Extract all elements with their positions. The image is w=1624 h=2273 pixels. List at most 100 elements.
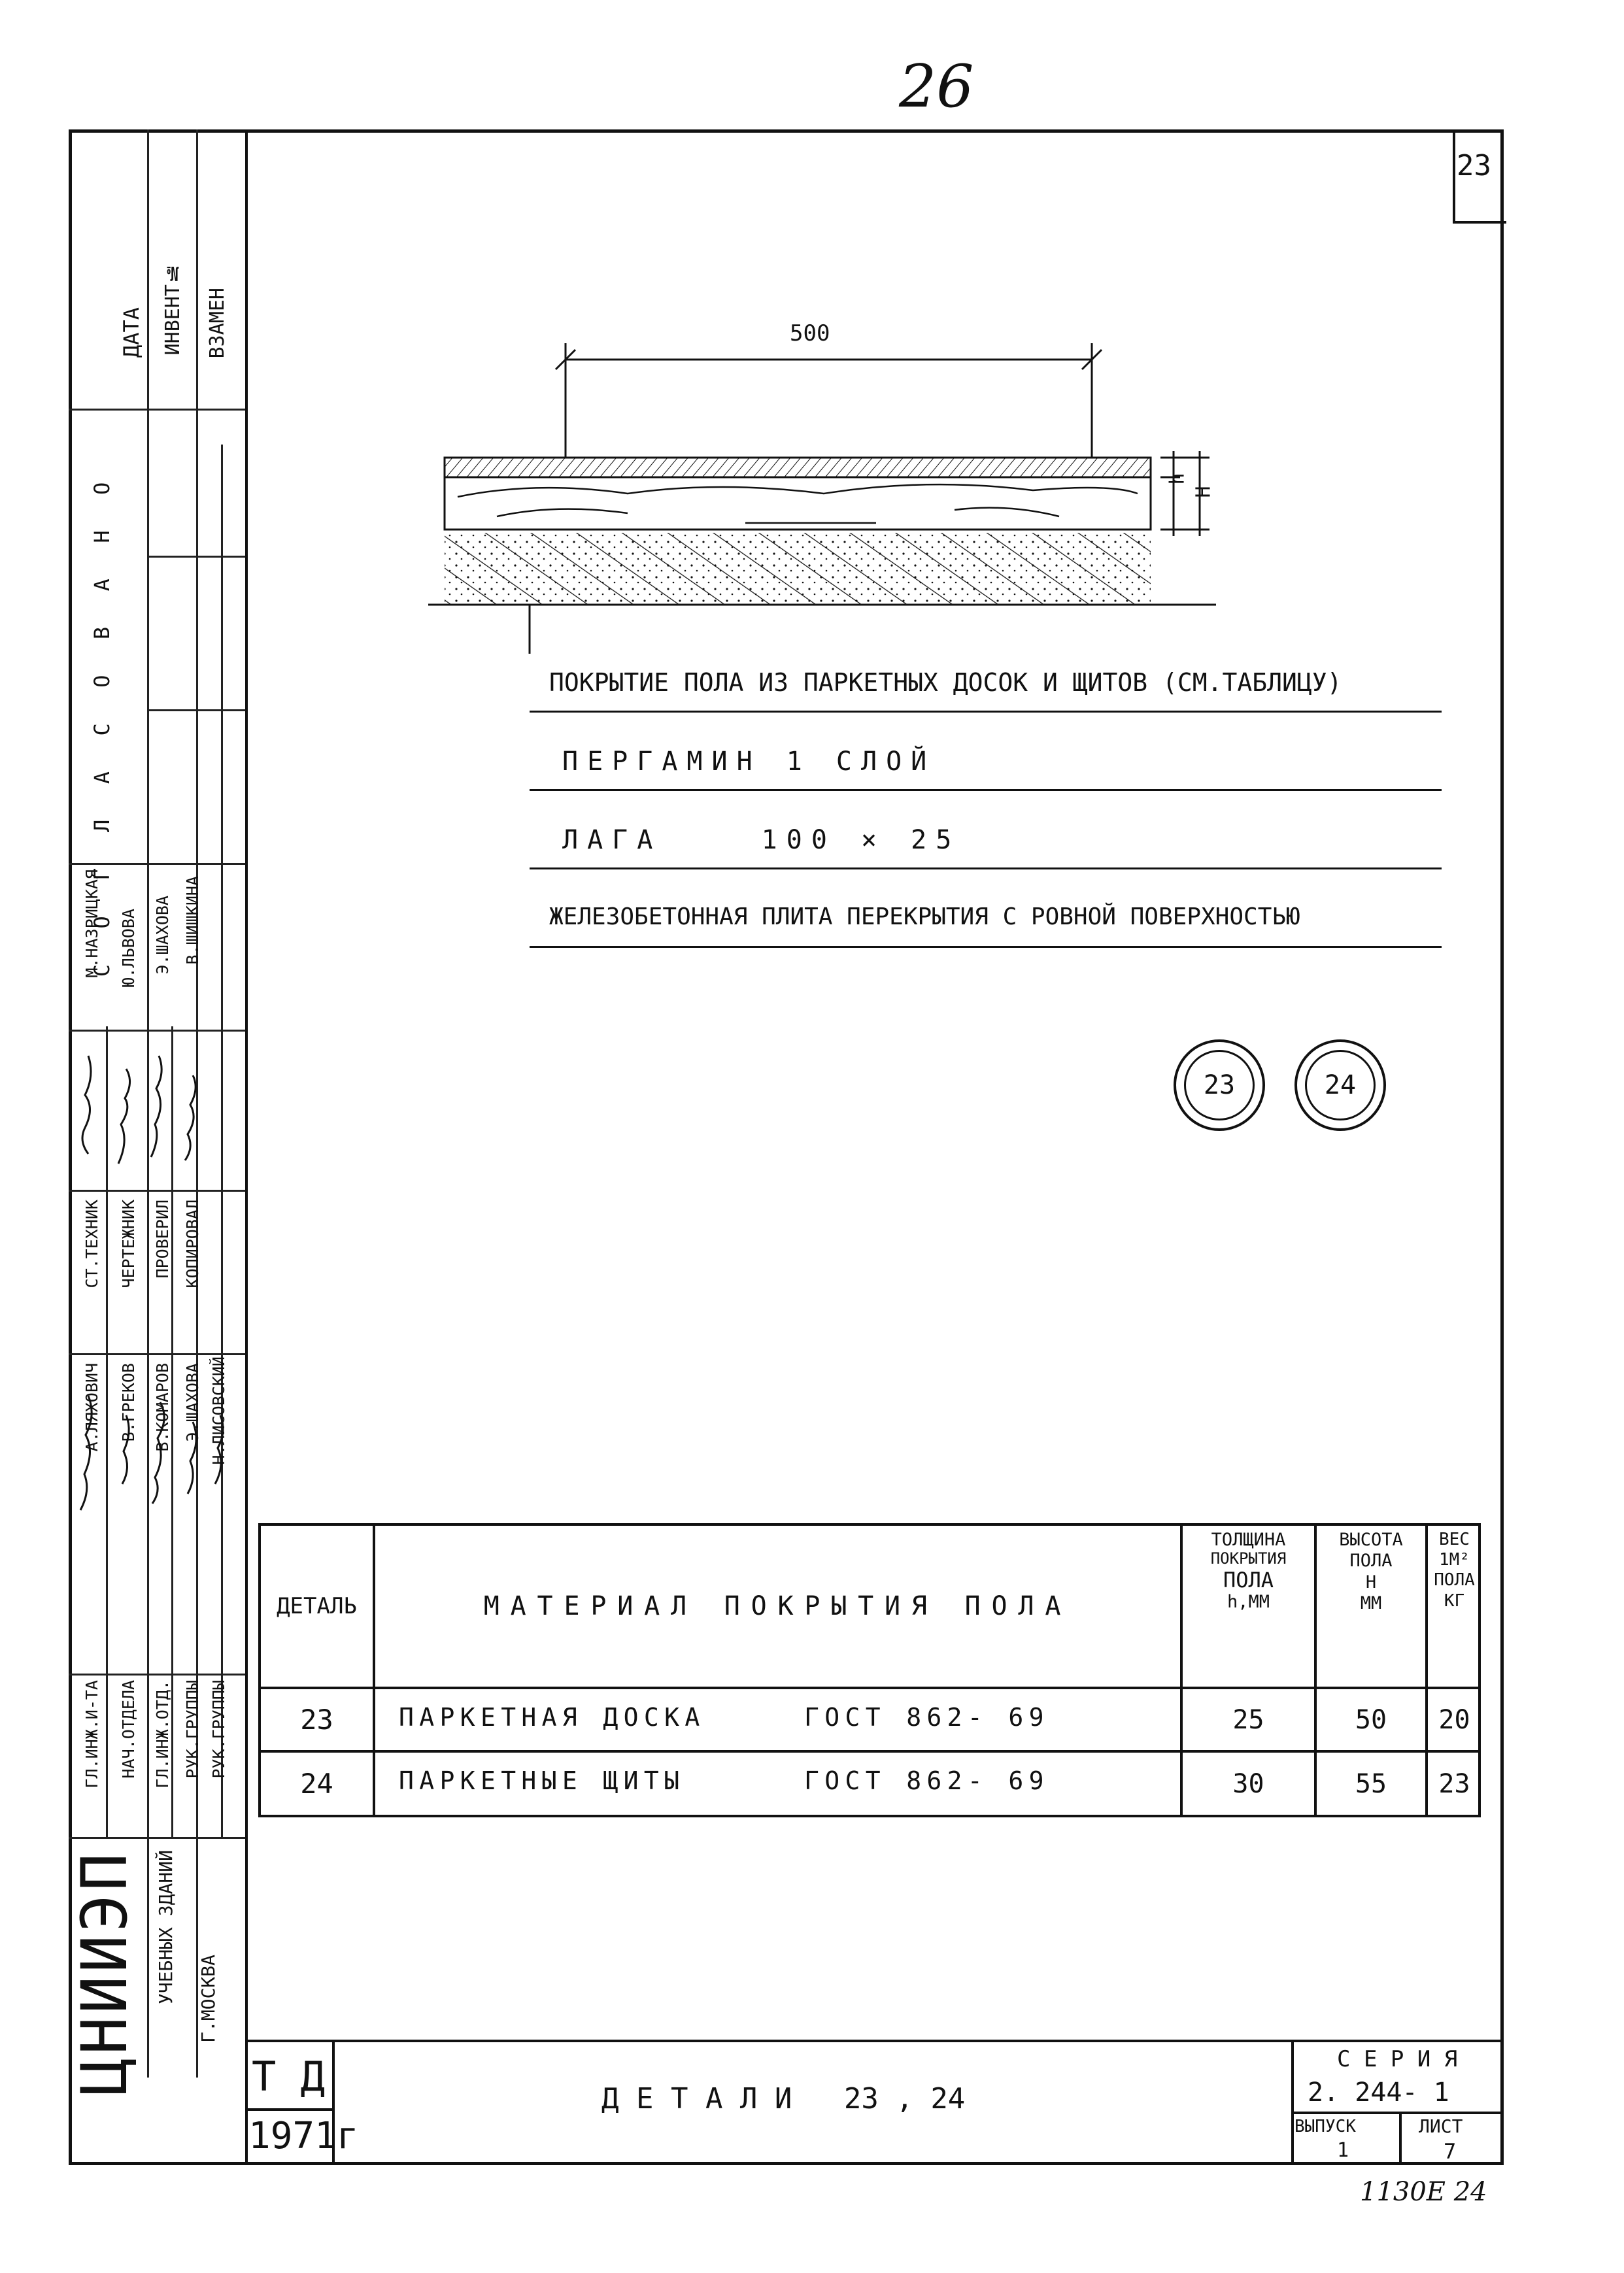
header-weight-2: 1М² [1439, 1550, 1470, 1570]
stamp-invent: ИНВЕНТ№ [161, 261, 184, 356]
header-thickness: ТОЛЩИНА ПОКРЫТИЯ ПОЛА h,ММ [1183, 1530, 1314, 1612]
title-block-td-sep [245, 2108, 332, 2111]
name-right-4: В.ШИШКИНА [183, 876, 202, 965]
td-label: Т Д [252, 2053, 325, 2100]
role-left-5: РУК.ГРУППЫ [209, 1680, 228, 1779]
layer-line-4 [530, 946, 1442, 948]
org-line-2: Г.МОСКВА [197, 1955, 219, 2043]
floor-section-drawing [428, 343, 1216, 654]
header-thickness-4: h,ММ [1226, 1592, 1270, 1613]
detail-number-box [1453, 129, 1506, 224]
sidebar-row-sep-1 [69, 409, 245, 411]
header-height-4: ММ [1360, 1593, 1382, 1614]
row-1-gost: ГОСТ 862- 69 [804, 1703, 1049, 1732]
layer-label-3: ЛАГА 100 × 25 [562, 825, 961, 855]
header-thickness-1: ТОЛЩИНА [1211, 1530, 1286, 1550]
row-2-weight: 23 [1438, 1768, 1470, 1799]
title-block-col-1 [332, 2040, 335, 2165]
sidebar-row-sep-4 [69, 863, 245, 865]
sidebar-row-sep-9 [69, 1837, 245, 1839]
table-col-2 [1180, 1523, 1183, 1817]
sidebar-boundary [245, 129, 248, 2165]
sidebar-row-sep-5 [69, 1030, 245, 1032]
header-height-3: Н [1365, 1572, 1377, 1592]
detail-number: 23 [1457, 149, 1491, 182]
sidebar-col-5 [221, 445, 223, 1837]
title-block-issue-sep [1399, 2112, 1402, 2165]
table-col-3 [1314, 1523, 1317, 1817]
row-1-height: 50 [1355, 1704, 1387, 1735]
sidebar-row-sep-7 [69, 1353, 245, 1355]
header-thickness-3: ПОЛА [1223, 1567, 1274, 1592]
year-label: 1971г [248, 2115, 359, 2157]
header-weight: ВЕС 1М² ПОЛА КГ [1428, 1530, 1481, 1611]
drawing-frame [69, 129, 1504, 2165]
org-line-1: УЧЕБНЫХ ЗДАНИЙ [155, 1850, 177, 2005]
row-1-material: ПАРКЕТНАЯ ДОСКА [399, 1703, 705, 1732]
sidebar-row-sep-3 [147, 709, 245, 711]
header-thickness-2: ПОКРЫТИЯ [1210, 1549, 1287, 1568]
table-col-1 [373, 1523, 375, 1817]
signatures [79, 1055, 224, 1511]
row-2-thickness: 30 [1232, 1768, 1264, 1799]
stamp-vzamen: ВЗАМЕН [206, 288, 229, 359]
table-row-sep-1 [258, 1687, 1481, 1689]
header-weight-3: ПОЛА [1434, 1570, 1475, 1591]
sheet-label: ЛИСТ [1419, 2115, 1463, 2137]
issue-label: ВЫПУСК [1294, 2117, 1356, 2136]
role-left-3: ГЛ.ИНЖ.ОТД. [153, 1680, 172, 1789]
issue-value: 1 [1337, 2139, 1349, 2162]
title-block-series-sep [1291, 2112, 1504, 2114]
detail-marker-23: 23 [1174, 1039, 1265, 1131]
series-label: С Е Р И Я [1337, 2046, 1458, 2072]
sidebar-row-sep-2 [147, 556, 245, 558]
row-2-height: 55 [1355, 1768, 1387, 1799]
row-1-weight: 20 [1438, 1704, 1470, 1735]
header-height-1: ВЫСОТА [1339, 1530, 1403, 1550]
sidebar-col-4 [171, 1026, 173, 1837]
role-left-2: НАЧ.ОТДЕЛА [119, 1680, 138, 1779]
dim-H-label: H [1192, 486, 1215, 498]
sheet-value: 7 [1444, 2139, 1457, 2164]
sheet-title: Д Е Т А Л И 23 , 24 [601, 2082, 966, 2115]
layer-line-3 [530, 867, 1442, 869]
sidebar-row-sep-8 [69, 1674, 245, 1675]
sidebar-row-sep-6 [69, 1190, 245, 1192]
sidebar-col-3 [106, 1026, 108, 1837]
layer-label-2: ПЕРГАМИН 1 СЛОЙ [562, 747, 936, 777]
header-material: МАТЕРИАЛ ПОКРЫТИЯ ПОЛА [483, 1591, 1072, 1621]
layer-line-1 [530, 711, 1442, 713]
stamp-date: ДАТА [119, 307, 144, 358]
layer-label-4: ЖЕЛЕЗОБЕТОННАЯ ПЛИТА ПЕРЕКРЫТИЯ С РОВНОЙ… [549, 903, 1300, 930]
layer-line-2 [530, 789, 1442, 791]
dim-h-label: h [1166, 473, 1189, 485]
table-col-4 [1425, 1523, 1428, 1817]
detail-marker-24: 24 [1294, 1039, 1386, 1131]
row-2-gost: ГОСТ 862- 69 [804, 1766, 1049, 1795]
header-weight-1: ВЕС [1439, 1530, 1470, 1549]
row-2-material: ПАРКЕТНЫЕ ЩИТЫ [399, 1766, 685, 1795]
header-height-2: ПОЛА [1349, 1551, 1393, 1572]
title-block-top [245, 2040, 1504, 2042]
header-detail: ДЕТАЛЬ [277, 1593, 357, 1619]
handwritten-page-number: 26 [899, 52, 974, 121]
layer-label-1: ПОКРЫТИЕ ПОЛА ИЗ ПАРКЕТНЫХ ДОСОК И ЩИТОВ… [549, 668, 1342, 697]
row-1-detail: 23 [300, 1704, 333, 1736]
materials-table [258, 1523, 1481, 1817]
bottom-note: 1130Е 24 [1360, 2177, 1487, 2207]
dimension-500: 500 [790, 320, 830, 346]
name-right-2: Ю.ЛЬВОВА [119, 909, 138, 988]
row-1-thickness: 25 [1232, 1704, 1264, 1735]
table-row-sep-2 [258, 1750, 1481, 1753]
name-right-3: Э.ШАХОВА [153, 896, 172, 975]
org-name: ЦНИИЭП [68, 1850, 141, 2096]
series-value: 2. 244- 1 [1308, 2078, 1449, 2108]
title-block-col-2 [1291, 2040, 1294, 2165]
name-right-1: М.НАЗРИЦКАЯ [82, 869, 101, 978]
role-left-1: ГЛ.ИНЖ.И-ТА [82, 1680, 101, 1789]
row-2-detail: 24 [300, 1768, 333, 1800]
header-height: ВЫСОТА ПОЛА Н ММ [1317, 1530, 1425, 1615]
sidebar-col-1 [147, 129, 149, 2078]
role-left-4: РУК.ГРУППЫ [183, 1680, 202, 1779]
sidebar-col-2 [196, 129, 198, 2078]
